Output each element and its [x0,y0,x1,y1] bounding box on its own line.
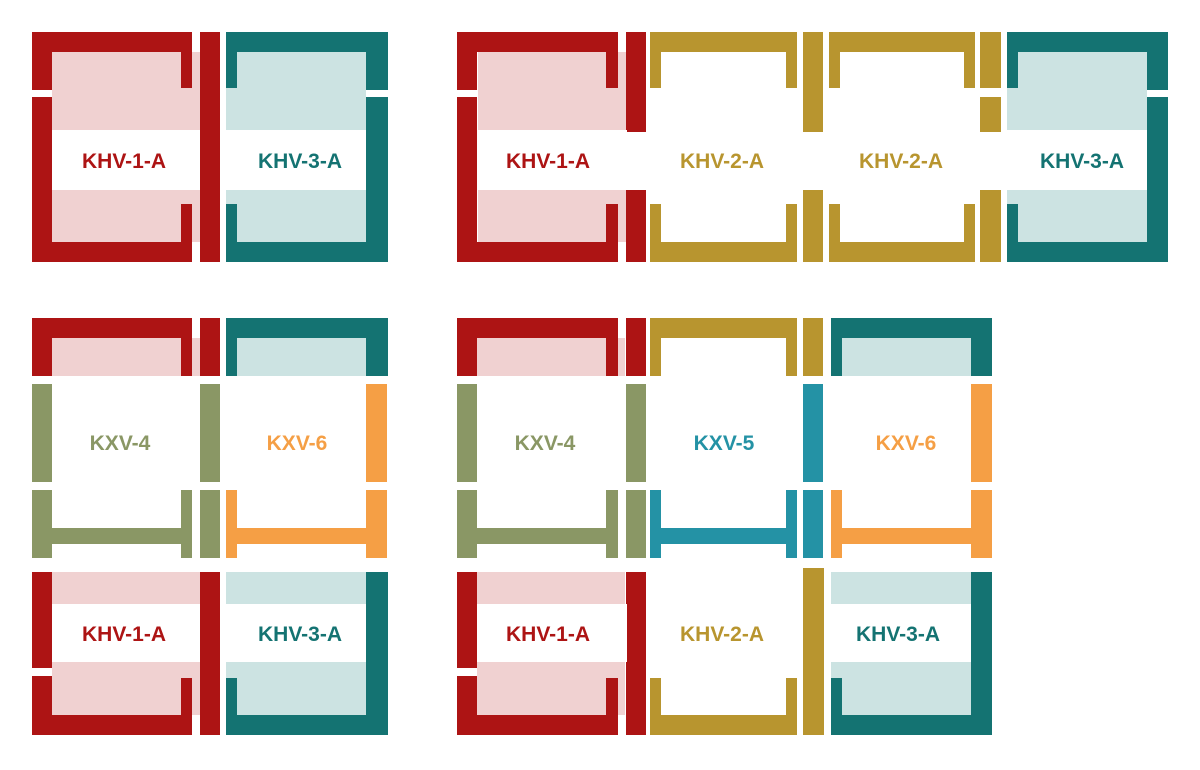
kxv-6-frame [831,490,992,558]
khv-2-a-module: KHV-2-A [829,32,1001,262]
khv-3-a-label: KHV-3-A [1040,150,1124,173]
khv-3-a-module: KHV-3-A [220,572,388,735]
kxv-5-frame [650,490,797,558]
kxv-6-frame [226,490,387,558]
khv-2-a-module: KHV-2-A [650,568,824,735]
kxv-4-frame [32,384,52,482]
khv-2-a-label: KHV-2-A [680,623,764,646]
khv-2-a-label: KHV-2-A [859,150,943,173]
khv-1-a-flap [200,97,220,197]
khv-3-a-frame [226,32,388,262]
khv-1-a-label: KHV-1-A [506,150,590,173]
khv-pair-top-left: KHV-1-A KHV-3-A [32,32,388,262]
khv-3-a-module: KHV-3-A [831,572,992,735]
khv-1-a-side-strip [626,32,646,132]
khv-3-a-label: KHV-3-A [856,623,940,646]
kxv-4-frame [32,490,192,558]
khv-2-a-module: KHV-2-A [650,32,823,262]
khv-3-a-module: KHV-3-A [220,32,388,262]
khv-3-a-top-strip [831,318,992,376]
khv-2-a-strip [980,190,1001,262]
khv-3-a-label-band [1001,130,1147,190]
khv-3-a-frame [1007,32,1168,262]
khv-2-a-label: KHV-2-A [680,150,764,173]
kxv-4-module: KXV-4 [457,384,646,558]
kxv-5-frame [803,384,823,482]
kxv-5-label: KXV-5 [694,432,755,455]
kxv-4-label: KXV-4 [90,432,151,455]
khv-2-a-strip [803,190,823,262]
kxv-4-frame [457,490,618,558]
khv-kxv-2x2-bottom-left: KXV-4 KXV-6 KHV-1-A KHV-3-A [32,318,388,735]
khv-1-a-top-strip [32,318,220,376]
khv-kxv-3x2-bottom-right: KXV-4 KXV-5 KXV-6 KHV-1-A KHV-2-A [457,318,992,735]
khv-2-a-strip [980,32,1001,88]
khv-1-a-label: KHV-1-A [82,623,166,646]
khv-quad-top-right: KHV-1-A KHV-2-A KHV-2-A KHV-3-A [457,32,1168,262]
kxv-6-frame [366,384,387,482]
khv-1-a-module: KHV-1-A [32,32,220,262]
khv-2-a-frame [650,32,797,262]
khv-1-a-frame [32,32,220,262]
khv-1-a-top-strip [457,318,646,376]
khv-2-a-frame [829,32,975,262]
khv-1-a-module: KHV-1-A [457,32,646,262]
khv-1-a-side-strip [626,190,646,262]
khv-2-a-strip [803,32,823,132]
khv-2-a-top-strip [650,318,823,376]
khv-3-a-label: KHV-3-A [258,623,342,646]
kxv-6-module: KXV-6 [226,384,387,558]
kxv-6-label: KXV-6 [876,432,937,455]
khv-3-a-label: KHV-3-A [258,150,342,173]
khv-1-a-label-band [52,130,200,190]
kxv-6-frame [971,384,992,482]
khv-3-a-top-strip [226,318,388,376]
khv-1-a-label: KHV-1-A [506,623,590,646]
kxv-4-module: KXV-4 [32,384,220,558]
khv-1-a-frame [457,32,618,262]
khv-1-a-module: KHV-1-A [457,572,646,735]
kxv-4-frame [457,384,477,482]
khv-1-a-label-band [477,130,627,190]
kxv-4-label: KXV-4 [515,432,576,455]
khv-1-a-label: KHV-1-A [82,150,166,173]
khv-2-a-strip [980,97,1001,132]
kxv-5-module: KXV-5 [650,384,823,558]
khv-1-a-module: KHV-1-A [32,572,220,735]
kxv-6-label: KXV-6 [267,432,328,455]
khv-3-a-label-band [220,130,366,190]
kxv-6-module: KXV-6 [831,384,992,558]
khv-3-a-module: KHV-3-A [1001,32,1168,262]
